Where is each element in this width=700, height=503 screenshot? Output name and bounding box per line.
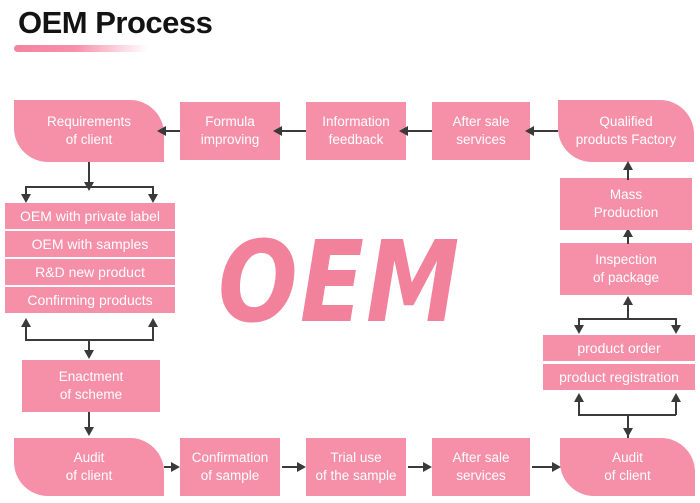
edge-line — [627, 234, 629, 244]
arrow-down-icon — [148, 194, 158, 203]
node-rd-new-product[interactable]: R&D new product — [5, 259, 175, 285]
node-product-registration[interactable]: product registration — [543, 364, 695, 390]
node-label: product order — [577, 340, 661, 356]
arrow-left-icon — [525, 126, 534, 136]
edge-line — [627, 168, 629, 180]
edge-line — [627, 305, 629, 319]
edge-line — [166, 130, 180, 132]
arrow-down-icon — [84, 350, 94, 359]
edge-line — [164, 466, 171, 468]
edge-line — [408, 130, 432, 132]
node-label: Confirming products — [27, 292, 153, 308]
oem-watermark: OEM — [218, 217, 462, 348]
arrow-right-icon — [423, 462, 432, 472]
arrow-left-icon — [273, 126, 282, 136]
arrow-up-icon — [671, 393, 681, 402]
edge-line — [88, 412, 90, 428]
node-oem-with-private-label[interactable]: OEM with private label — [5, 203, 175, 229]
node-label: OEM with private label — [19, 208, 161, 224]
arrow-right-icon — [552, 462, 561, 472]
edge-line — [578, 318, 676, 320]
edge-line — [88, 162, 90, 184]
arrow-right-icon — [171, 462, 180, 472]
arrow-down-icon — [671, 325, 681, 334]
edge-line — [532, 466, 552, 468]
arrow-down-icon — [84, 427, 94, 436]
edge-line — [578, 402, 580, 415]
arrow-up-icon — [623, 228, 633, 237]
arrow-up-icon — [574, 393, 584, 402]
node-label: R&D new product — [35, 264, 145, 280]
edge-line — [152, 327, 154, 341]
node-label: product registration — [559, 369, 679, 385]
edge-line — [282, 130, 306, 132]
page-title: OEM Process — [18, 5, 213, 40]
edge-line — [534, 130, 558, 132]
node-label: OEM with samples — [31, 236, 149, 252]
node-oem-with-samples[interactable]: OEM with samples — [5, 231, 175, 257]
edge-line — [25, 186, 27, 196]
arrow-down-icon — [21, 194, 31, 203]
node-confirming-products[interactable]: Confirming products — [5, 287, 175, 313]
node-product-order[interactable]: product order — [543, 335, 695, 361]
edge-line — [408, 466, 423, 468]
edge-line — [282, 466, 297, 468]
arrow-down-icon — [623, 428, 633, 437]
edge-line — [88, 339, 90, 351]
arrow-left-icon — [399, 126, 408, 136]
edge-line — [578, 318, 580, 326]
edge-line — [25, 186, 153, 188]
edge-line — [25, 327, 27, 341]
arrow-down-icon — [574, 325, 584, 334]
arrow-left-icon — [157, 126, 166, 136]
arrow-right-icon — [297, 462, 306, 472]
edge-line — [152, 186, 154, 196]
arrow-up-icon — [21, 318, 31, 327]
title-underline-bar — [14, 45, 148, 52]
edge-line — [675, 402, 677, 415]
arrow-up-icon — [623, 161, 633, 170]
arrow-up-icon — [623, 296, 633, 305]
edge-line — [627, 414, 629, 426]
arrow-up-icon — [148, 318, 158, 327]
edge-line — [675, 318, 677, 326]
